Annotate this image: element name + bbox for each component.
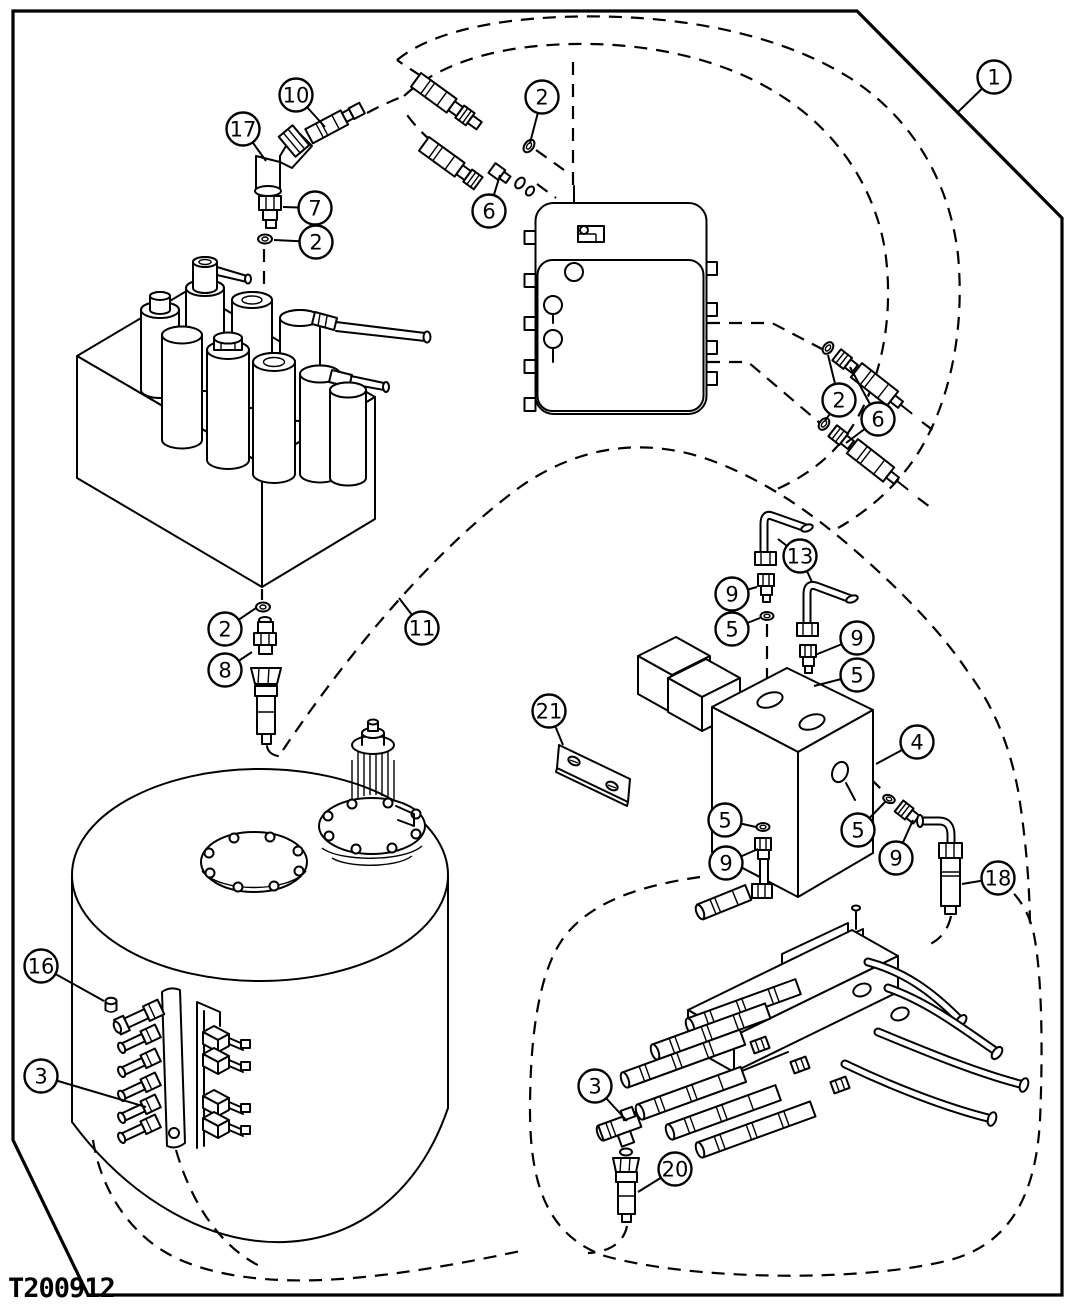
callout-1: 1 bbox=[957, 59, 1012, 113]
coupler-18 bbox=[916, 814, 963, 915]
svg-text:4: 4 bbox=[910, 730, 923, 754]
lower-fittings bbox=[694, 793, 963, 921]
callout-20: 20 bbox=[637, 1151, 693, 1193]
svg-text:11: 11 bbox=[409, 616, 436, 640]
svg-text:2: 2 bbox=[832, 388, 845, 412]
coupler-20 bbox=[612, 1157, 640, 1223]
svg-text:1: 1 bbox=[987, 65, 1000, 89]
sheet-border bbox=[11, 9, 1064, 1297]
svg-text:18: 18 bbox=[985, 866, 1012, 890]
drawing-number: T200912 bbox=[8, 1273, 115, 1304]
callout-layer: 1 10 17 7 2 2 6 2 6 13 9 5 9 5 4 5 9 5 9 18 11 2 8 21 16 3 3 20 bbox=[23, 59, 1016, 1193]
elbow-tubes-13 bbox=[754, 510, 859, 689]
callout-16: 16 bbox=[23, 948, 105, 1002]
hydraulic-tank bbox=[71, 718, 449, 1244]
svg-text:9: 9 bbox=[719, 851, 732, 875]
svg-text:20: 20 bbox=[662, 1157, 689, 1181]
tee-fitting-3-group bbox=[595, 1105, 643, 1223]
clamp-blocks bbox=[202, 1025, 251, 1139]
callout-18: 18 bbox=[961, 860, 1016, 896]
callout-7: 7 bbox=[282, 190, 333, 226]
svg-text:5: 5 bbox=[850, 663, 863, 687]
right-hose-fittings bbox=[817, 341, 913, 491]
svg-text:21: 21 bbox=[536, 699, 563, 723]
svg-text:13: 13 bbox=[787, 544, 814, 568]
svg-text:3: 3 bbox=[34, 1064, 47, 1088]
callout-5: 5 bbox=[840, 800, 887, 848]
callout-10: 10 bbox=[278, 77, 326, 128]
callout-3: 3 bbox=[577, 1068, 628, 1122]
top-hose-fittings bbox=[410, 72, 536, 197]
plug-16 bbox=[104, 996, 118, 1013]
callout-2: 2 bbox=[273, 224, 334, 260]
svg-text:2: 2 bbox=[218, 617, 231, 641]
svg-text:16: 16 bbox=[28, 954, 55, 978]
upper-valve-bank bbox=[76, 256, 432, 588]
svg-text:6: 6 bbox=[482, 199, 495, 223]
svg-text:2: 2 bbox=[309, 230, 322, 254]
callout-9: 9 bbox=[814, 620, 875, 656]
callout-5: 5 bbox=[813, 657, 875, 693]
tank-port-cluster bbox=[104, 987, 251, 1149]
svg-text:3: 3 bbox=[588, 1074, 601, 1098]
fitting-stack-8-group bbox=[250, 601, 282, 757]
callout-9: 9 bbox=[708, 845, 759, 881]
pump-mount bbox=[318, 718, 426, 866]
control-box bbox=[523, 185, 718, 415]
callout-3: 3 bbox=[23, 1058, 147, 1108]
manifold-hoses bbox=[840, 957, 1030, 1127]
callout-5: 5 bbox=[714, 611, 761, 647]
callout-8: 8 bbox=[207, 651, 253, 688]
svg-text:8: 8 bbox=[218, 658, 231, 682]
callout-21: 21 bbox=[531, 693, 567, 746]
callout-6: 6 bbox=[845, 366, 896, 444]
callout-4: 4 bbox=[875, 724, 935, 765]
callout-13: 13 bbox=[777, 538, 818, 583]
manifold-assembly bbox=[619, 904, 1030, 1159]
elbow-fitting-17-group bbox=[254, 101, 366, 245]
valve-block-4 bbox=[637, 636, 874, 898]
callout-9: 9 bbox=[714, 576, 758, 612]
svg-text:10: 10 bbox=[283, 83, 310, 107]
callout-17: 17 bbox=[225, 111, 267, 162]
callout-6: 6 bbox=[471, 174, 507, 229]
mounting-bracket-21 bbox=[555, 744, 631, 807]
svg-text:5: 5 bbox=[718, 808, 731, 832]
svg-text:9: 9 bbox=[725, 582, 738, 606]
hose-end-10 bbox=[304, 101, 366, 145]
o-ring-2 bbox=[257, 233, 273, 245]
svg-text:6: 6 bbox=[871, 407, 884, 431]
svg-text:17: 17 bbox=[230, 117, 257, 141]
svg-text:7: 7 bbox=[308, 196, 321, 220]
callout-2: 2 bbox=[207, 607, 257, 647]
callout-2: 2 bbox=[821, 354, 857, 422]
adapter-fitting-7 bbox=[258, 195, 282, 211]
svg-text:9: 9 bbox=[889, 846, 902, 870]
callout-5: 5 bbox=[707, 802, 757, 838]
svg-text:5: 5 bbox=[851, 818, 864, 842]
svg-text:2: 2 bbox=[535, 85, 548, 109]
callout-11: 11 bbox=[398, 597, 440, 646]
callout-9: 9 bbox=[878, 819, 914, 876]
svg-text:5: 5 bbox=[725, 617, 738, 641]
tank-flange bbox=[200, 831, 308, 893]
svg-text:9: 9 bbox=[850, 626, 863, 650]
callout-2: 2 bbox=[524, 79, 560, 144]
